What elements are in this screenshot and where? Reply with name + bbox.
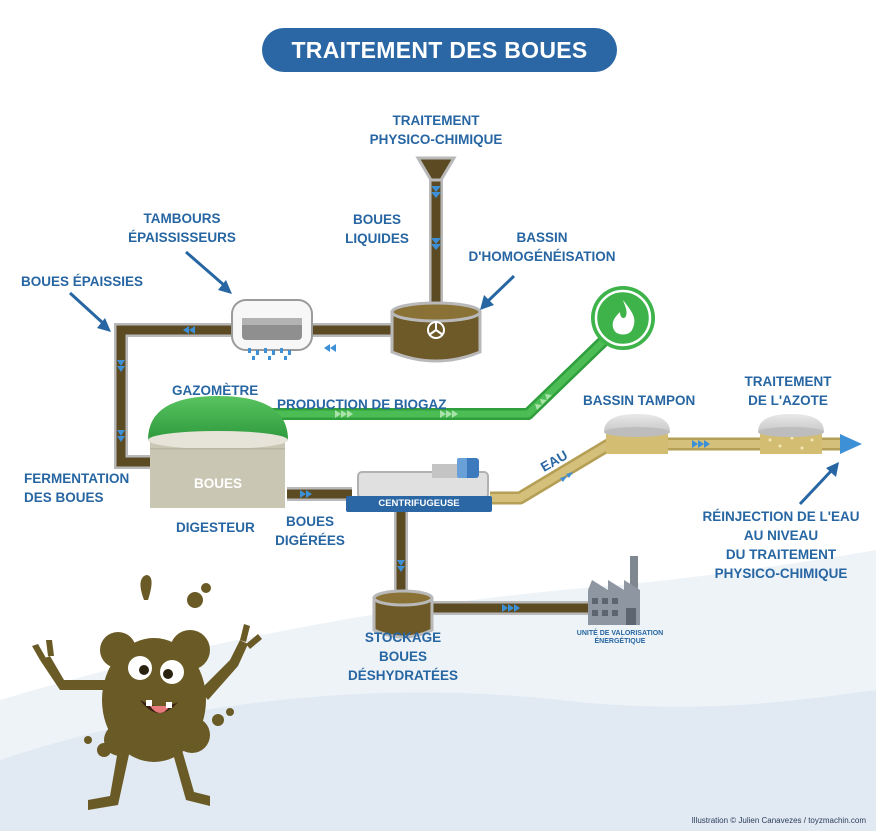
- biogas-pipe: [270, 325, 620, 420]
- illustration-credit: Illustration © Julien Canavezes / toyzma…: [691, 816, 866, 825]
- buffer-tank: [604, 414, 670, 454]
- label-fermentation-des-boues: FERMENTATION DES BOUES: [24, 471, 130, 505]
- homogenization-basin: [390, 301, 482, 363]
- label-stockage-boues-deshydratees: STOCKAGE BOUES DÉSHYDRATÉES: [347, 630, 459, 683]
- label-gazometre: GAZOMÈTRE: [172, 383, 259, 398]
- page-title: TRAITEMENT DES BOUES: [262, 28, 617, 72]
- flow-arrows: [117, 186, 710, 612]
- funnel: [415, 156, 457, 182]
- water-outlet-arrow: [840, 434, 862, 454]
- label-bassin-homogeneisation: BASSIN D'HOMOGÉNÉISATION: [468, 230, 616, 264]
- nitrogen-tank: [758, 414, 824, 454]
- label-centrifugeuse: CENTRIFUGEUSE: [378, 498, 460, 509]
- label-pointers: [68, 250, 839, 506]
- sludge-storage-tank: [372, 589, 434, 639]
- centrifuge: [346, 458, 492, 512]
- label-digesteur: DIGESTEUR: [176, 520, 255, 535]
- label-boues-digerees: BOUES DIGÉRÉES: [275, 514, 345, 548]
- label-bassin-tampon: BASSIN TAMPON: [583, 393, 696, 408]
- label-unite-valorisation-energetique: UNITÉ DE VALORISATION ÉNERGÉTIQUE: [576, 630, 664, 645]
- biogas-flow-arrows: [335, 394, 552, 418]
- water-pipe: [490, 437, 840, 505]
- flame-icon: [591, 286, 655, 350]
- thickening-drums: [231, 299, 313, 360]
- label-traitement-physico-chimique: TRAITEMENT PHYSICO-CHIMIQUE: [369, 113, 503, 147]
- label-traitement-azote: TRAITEMENT DE L'AZOTE: [744, 374, 832, 408]
- mud-monster-mascot: [32, 575, 262, 810]
- label-reinjection: RÉINJECTION DE L'EAU AU NIVEAU DU TRAITE…: [702, 509, 860, 581]
- label-boues-digesteur: BOUES: [193, 476, 242, 491]
- label-production-biogaz: PRODUCTION DE BIOGAZ: [277, 397, 447, 412]
- label-boues-liquides: BOUES LIQUIDES: [345, 212, 409, 246]
- label-boues-epaissies: BOUES ÉPAISSIES: [21, 274, 144, 289]
- label-tambours-epaississeurs: TAMBOURS ÉPAISSISSEURS: [128, 211, 236, 245]
- factory-icon: [588, 556, 640, 625]
- digester: [148, 396, 288, 508]
